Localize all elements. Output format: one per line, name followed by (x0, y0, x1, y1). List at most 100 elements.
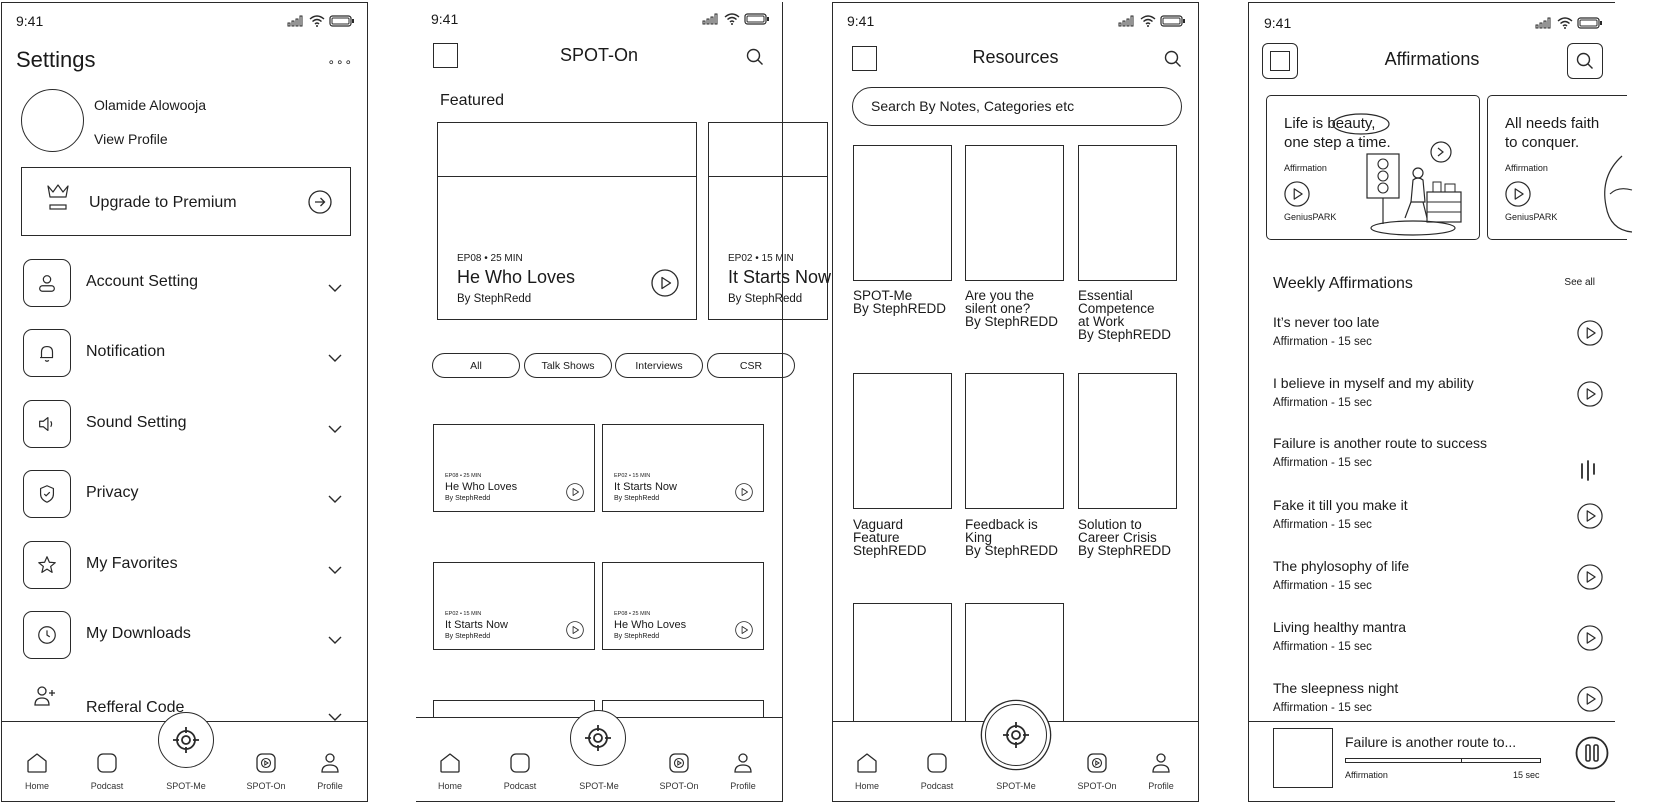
pause-icon[interactable] (1575, 736, 1609, 770)
chevron-down-icon (327, 565, 343, 575)
home-icon (438, 751, 462, 775)
mini-player[interactable]: Failure is another route to... Affirmati… (1249, 721, 1615, 801)
resource-thumbnail[interactable] (853, 373, 952, 509)
star-icon (23, 541, 71, 589)
spot-me-center-button[interactable] (570, 710, 626, 766)
tab-profile[interactable]: Profile (713, 751, 773, 791)
play-icon[interactable] (1577, 625, 1603, 651)
more-icon[interactable]: ∘∘∘ (327, 55, 353, 69)
tab-spot-me[interactable]: SPOT-Me (569, 781, 629, 791)
play-icon[interactable] (1577, 381, 1603, 407)
tab-podcast[interactable]: Podcast (77, 751, 137, 791)
chevron-down-icon (327, 353, 343, 363)
tab-home[interactable]: Home (420, 751, 480, 791)
affirmation-row[interactable]: It’s never too late Affirmation - 15 sec (1273, 314, 1603, 364)
player-progress-fill (1346, 759, 1463, 762)
setting-referral[interactable]: Refferal Code (23, 682, 353, 732)
menu-button[interactable] (1262, 43, 1298, 79)
tab-podcast[interactable]: Podcast (490, 751, 550, 791)
play-icon[interactable] (1577, 686, 1603, 712)
affirmation-title: I believe in myself and my ability (1273, 375, 1474, 391)
search-button[interactable] (1567, 43, 1603, 79)
menu-button[interactable] (433, 43, 458, 68)
play-icon[interactable] (1505, 181, 1531, 207)
filter-chip-csr[interactable]: CSR (707, 353, 795, 378)
tab-podcast[interactable]: Podcast (907, 751, 967, 791)
resource-label[interactable]: Essential Competence at Work By StephRED… (1078, 288, 1172, 342)
setting-downloads[interactable]: My Downloads (23, 611, 353, 661)
target-icon (583, 723, 613, 753)
resource-label[interactable]: SPOT-Me By StephREDD (853, 288, 947, 316)
play-icon[interactable] (735, 483, 753, 501)
see-all-link[interactable]: See all (1564, 277, 1595, 288)
filter-chip-interviews[interactable]: Interviews (615, 353, 703, 378)
resource-thumbnail[interactable] (1078, 373, 1177, 509)
setting-notification[interactable]: Notification (23, 329, 353, 379)
episode-card[interactable]: EP08 • 25 MIN He Who Loves By StephRedd (433, 424, 595, 512)
play-icon[interactable] (1577, 320, 1603, 346)
signal-icon (1535, 17, 1553, 29)
resource-label[interactable]: Vaguard Feature StephREDD (853, 517, 927, 558)
tab-spot-on[interactable]: SPOT-On (236, 751, 296, 791)
filter-chip-all[interactable]: All (432, 353, 520, 378)
podcast-icon (925, 751, 949, 775)
play-icon[interactable] (1284, 181, 1310, 207)
resource-label[interactable]: Solution to Career Crisis By StephREDD (1078, 517, 1172, 558)
resource-label[interactable]: Feedback is King By StephREDD (965, 517, 1059, 558)
profile-icon (318, 751, 342, 775)
affirmation-row[interactable]: Failure is another route to success Affi… (1273, 435, 1603, 485)
episode-title: It Starts Now (445, 619, 508, 631)
affirmation-row[interactable]: The sleepness night Affirmation - 15 sec (1273, 680, 1603, 730)
player-progress-bar[interactable] (1345, 758, 1541, 763)
filter-chip-talk-shows[interactable]: Talk Shows (524, 353, 612, 378)
affirmation-row[interactable]: Fake it till you make it Affirmation - 1… (1273, 497, 1603, 547)
resource-label[interactable]: Are you the silent one? By StephREDD (965, 288, 1059, 329)
featured-card[interactable]: EP08 • 25 MIN He Who Loves By StephRedd (437, 122, 697, 320)
equalizer-icon[interactable] (1579, 459, 1599, 481)
play-icon[interactable] (566, 621, 584, 639)
search-input[interactable]: Search By Notes, Categories etc (852, 87, 1182, 126)
affirmation-row[interactable]: I believe in myself and my ability Affir… (1273, 375, 1603, 425)
setting-account[interactable]: Account Setting (23, 259, 353, 309)
setting-favorites[interactable]: My Favorites (23, 541, 353, 591)
resource-thumbnail[interactable] (965, 373, 1064, 509)
menu-button[interactable] (852, 46, 877, 71)
episode-card[interactable]: EP08 • 25 MIN He Who Loves By StephRedd (602, 562, 764, 650)
play-icon[interactable] (1577, 564, 1603, 590)
avatar[interactable] (21, 89, 84, 152)
resource-thumbnail[interactable] (1078, 145, 1177, 281)
spot-me-center-button[interactable] (158, 712, 214, 768)
setting-sound[interactable]: Sound Setting (23, 400, 353, 450)
resource-thumbnail[interactable] (965, 145, 1064, 281)
tab-home[interactable]: Home (7, 751, 67, 791)
spot-me-center-button[interactable] (985, 704, 1047, 766)
affirmation-row[interactable]: The phylosophy of life Affirmation - 15 … (1273, 558, 1603, 608)
episode-title: He Who Loves (457, 267, 576, 287)
affirmation-card[interactable]: All needs faith to conquer. Affirmation … (1487, 95, 1633, 240)
view-profile-link[interactable]: View Profile (94, 131, 168, 147)
tab-home[interactable]: Home (837, 751, 897, 791)
search-icon[interactable] (746, 48, 764, 66)
tab-spot-on[interactable]: SPOT-On (649, 751, 709, 791)
episode-card[interactable]: EP02 • 15 MIN It Starts Now By StephRedd (433, 562, 595, 650)
setting-label: My Downloads (86, 625, 191, 642)
setting-privacy[interactable]: Privacy (23, 470, 353, 520)
affirmation-row[interactable]: Living healthy mantra Affirmation - 15 s… (1273, 619, 1603, 669)
tab-profile[interactable]: Profile (1131, 751, 1191, 791)
affirmation-card[interactable]: Life is beauty, one step a time. Affirma… (1266, 95, 1480, 240)
affirmation-quote: All needs faith to conquer. (1505, 115, 1600, 151)
episode-meta: EP08 • 25 MIN (457, 253, 523, 264)
resource-thumbnail[interactable] (853, 145, 952, 281)
play-icon[interactable] (1577, 503, 1603, 529)
episode-card[interactable]: EP02 • 15 MIN It Starts Now By StephRedd (602, 424, 764, 512)
tab-profile[interactable]: Profile (300, 751, 360, 791)
tab-spot-on[interactable]: SPOT-On (1067, 751, 1127, 791)
upgrade-premium-button[interactable]: Upgrade to Premium (21, 167, 351, 236)
play-icon[interactable] (735, 621, 753, 639)
tab-spot-me[interactable]: SPOT-Me (156, 781, 216, 791)
search-icon[interactable] (1164, 50, 1182, 68)
play-icon[interactable] (651, 269, 679, 297)
play-icon[interactable] (566, 483, 584, 501)
tab-spot-me[interactable]: SPOT-Me (986, 781, 1046, 791)
featured-card[interactable]: EP02 • 15 MIN It Starts Now By StephRedd (708, 122, 831, 320)
